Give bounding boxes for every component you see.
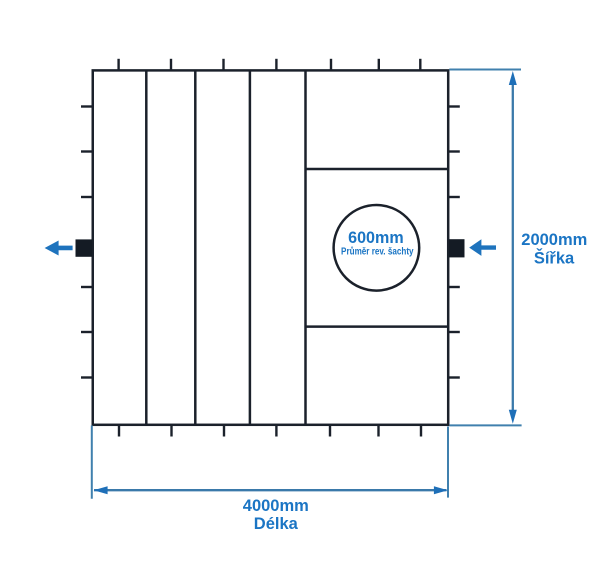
svg-text:Šířka: Šířka (534, 249, 575, 268)
svg-text:2000mm: 2000mm (521, 231, 587, 249)
svg-text:Průměr rev. šachty: Průměr rev. šachty (341, 247, 414, 258)
svg-text:Délka: Délka (254, 515, 299, 533)
svg-text:4000mm: 4000mm (243, 497, 309, 515)
svg-text:600mm: 600mm (348, 228, 404, 247)
